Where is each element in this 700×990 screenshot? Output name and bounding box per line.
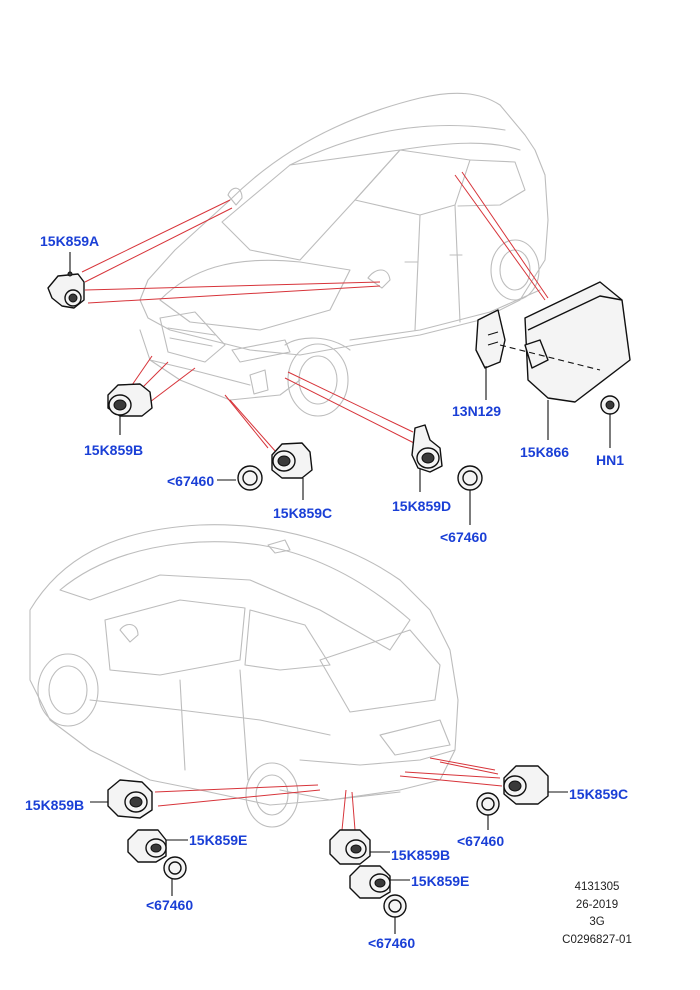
sensor-15K859D bbox=[411, 424, 443, 492]
label-67460-front-left: <67460 bbox=[167, 473, 215, 489]
rear-vehicle-outline bbox=[29, 524, 459, 828]
label-67460-front-right: <67460 bbox=[440, 529, 488, 545]
sensor-15K859C-front bbox=[271, 442, 313, 500]
label-13N129: 13N129 bbox=[452, 403, 502, 419]
sensor-15K859A bbox=[47, 252, 85, 309]
label-67460-rear-mid: <67460 bbox=[368, 935, 416, 951]
label-15K859C-rear: 15K859C bbox=[569, 786, 629, 802]
grommet-67460-rear-mid bbox=[383, 894, 407, 934]
drawing-reference: C0296827-01 bbox=[562, 934, 632, 946]
grommet-67460-front-left bbox=[217, 465, 263, 491]
label-15K859E-rear-mid: 15K859E bbox=[411, 873, 470, 889]
label-15K859A: 15K859A bbox=[40, 233, 100, 249]
sensor-15K859B-rear-left bbox=[90, 779, 153, 819]
label-HN1: HN1 bbox=[596, 452, 625, 468]
bracket-13N129 bbox=[475, 309, 506, 400]
drawing-number: 4131305 bbox=[574, 881, 620, 893]
label-15K859B-rear-mid: 15K859B bbox=[391, 847, 451, 863]
drawing-date: 26-2019 bbox=[575, 899, 619, 911]
label-67460-rear-left: <67460 bbox=[146, 897, 194, 913]
nut-HN1 bbox=[600, 395, 620, 448]
grommet-67460-rear-right bbox=[476, 792, 500, 830]
grommet-67460-front-right bbox=[457, 465, 483, 525]
front-vehicle-outline bbox=[139, 92, 549, 417]
label-15K859B-front: 15K859B bbox=[84, 442, 144, 458]
label-67460-rear-right: <67460 bbox=[457, 833, 505, 849]
sensor-15K859C-rear bbox=[503, 765, 568, 805]
drawing-code: 3G bbox=[589, 916, 605, 928]
front-callout-lines bbox=[81, 171, 549, 453]
rear-callout-lines bbox=[154, 757, 503, 831]
label-15K866: 15K866 bbox=[520, 444, 570, 460]
sensor-15K859E-rear-left bbox=[127, 829, 188, 863]
label-15K859E-rear-left: 15K859E bbox=[189, 832, 248, 848]
label-15K859B-rear-left: 15K859B bbox=[25, 797, 85, 813]
sensor-15K859B-rear-mid bbox=[329, 829, 390, 865]
label-15K859C-front: 15K859C bbox=[273, 505, 333, 521]
module-15K866 bbox=[499, 281, 631, 440]
grommet-67460-rear-left bbox=[163, 856, 187, 896]
label-15K859D: 15K859D bbox=[392, 498, 452, 514]
sensor-15K859B-front bbox=[107, 383, 153, 435]
sensor-15K859E-rear-mid bbox=[349, 865, 410, 899]
